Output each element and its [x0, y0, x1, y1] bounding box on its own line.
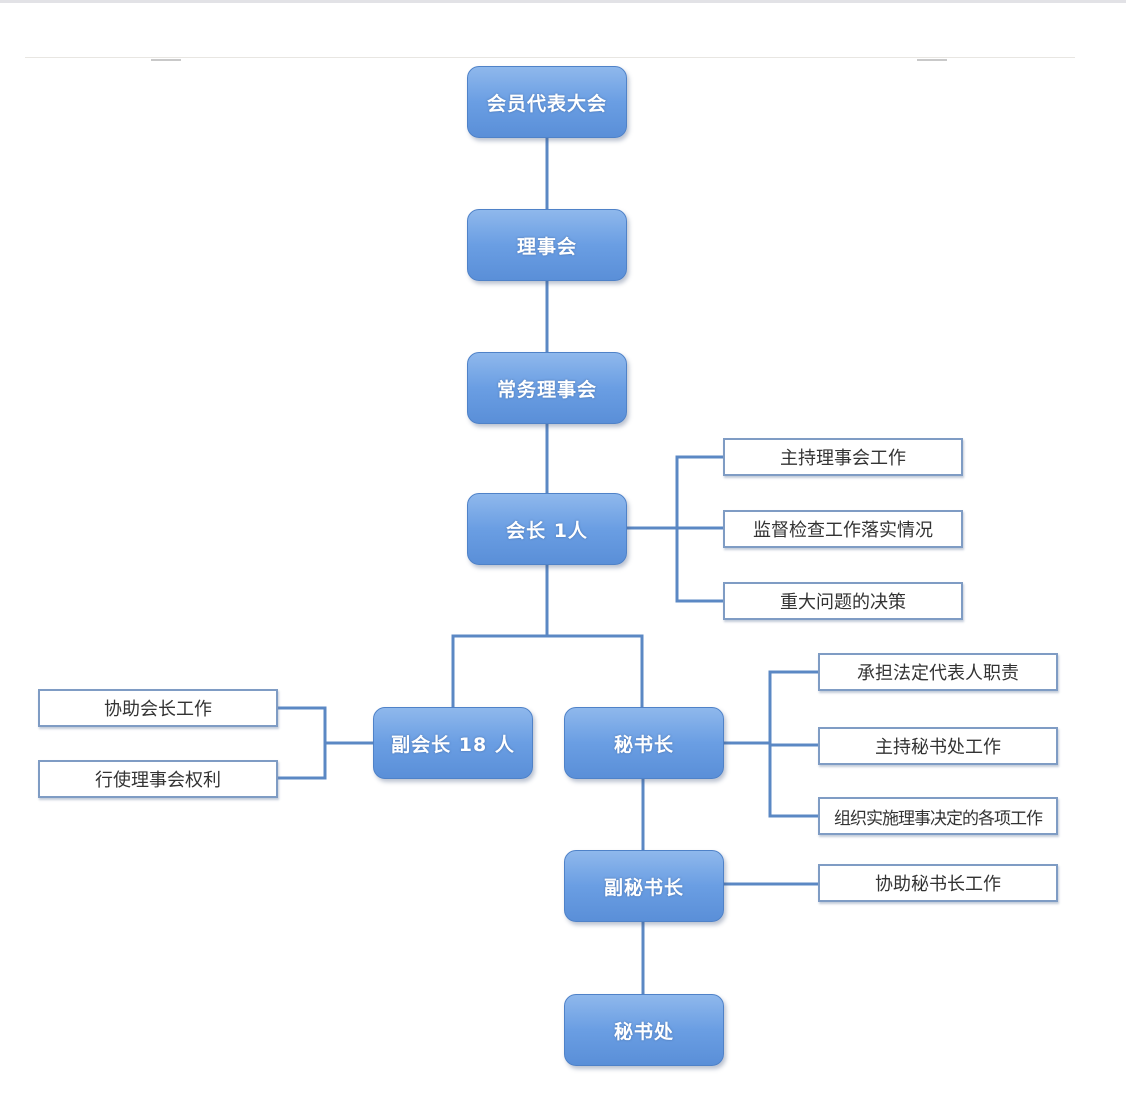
vice-president-duty: 行使理事会权利 [38, 760, 278, 798]
node-secretariat: 秘书处 [564, 994, 724, 1066]
ruler-tick-left [151, 59, 181, 61]
ruler-tick-right [917, 59, 947, 61]
top-border [0, 0, 1126, 3]
connector-vp-duties-bracket [277, 706, 327, 780]
secretary-general-duty: 承担法定代表人职责 [818, 653, 1058, 691]
connector-branch [451, 634, 644, 708]
secretary-general-duty: 主持秘书处工作 [818, 727, 1058, 765]
vice-president-duty: 协助会长工作 [38, 689, 278, 727]
node-secretary-general: 秘书长 [564, 707, 724, 779]
deputy-secretary-general-duty: 协助秘书长工作 [818, 864, 1058, 902]
node-council: 理事会 [467, 209, 627, 281]
node-standing-council: 常务理事会 [467, 352, 627, 424]
node-president: 会长 1人 [467, 493, 627, 565]
president-duty: 监督检查工作落实情况 [723, 510, 963, 548]
president-duty: 重大问题的决策 [723, 582, 963, 620]
node-deputy-secretary-general: 副秘书长 [564, 850, 724, 922]
node-vice-president: 副会长 18 人 [373, 707, 533, 779]
page-ruler-line [25, 57, 1075, 58]
node-congress: 会员代表大会 [467, 66, 627, 138]
secretary-general-duty: 组织实施理事决定的各项工作 [818, 797, 1058, 835]
president-duty: 主持理事会工作 [723, 438, 963, 476]
